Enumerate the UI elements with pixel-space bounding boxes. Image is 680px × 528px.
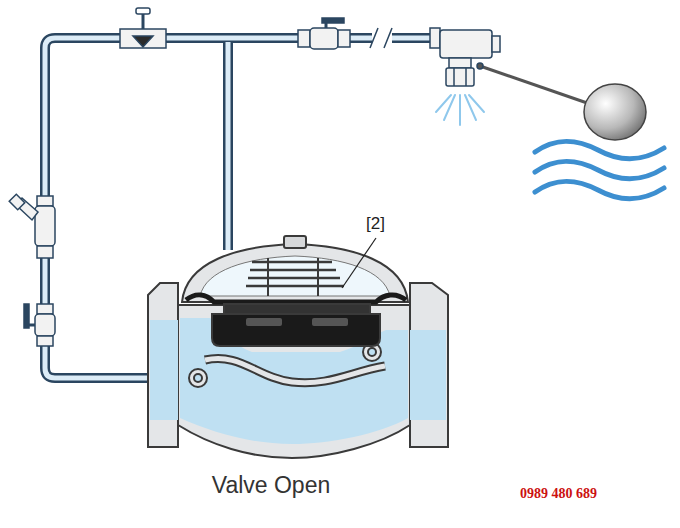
needle-valve [120,8,166,48]
ball-valve [298,18,350,49]
pipe-break [370,28,392,48]
control-pipes [45,38,432,378]
water-waves [535,141,664,199]
ball-valve [24,304,55,346]
callout-number: [2] [366,214,385,234]
watermark: 0989 480 689 [520,486,597,503]
float-pilot [430,28,646,140]
y-strainer [9,194,55,258]
leader-line [342,238,376,288]
water-spray [436,95,484,125]
caption: Valve Open [212,472,330,500]
main-valve [148,236,448,458]
